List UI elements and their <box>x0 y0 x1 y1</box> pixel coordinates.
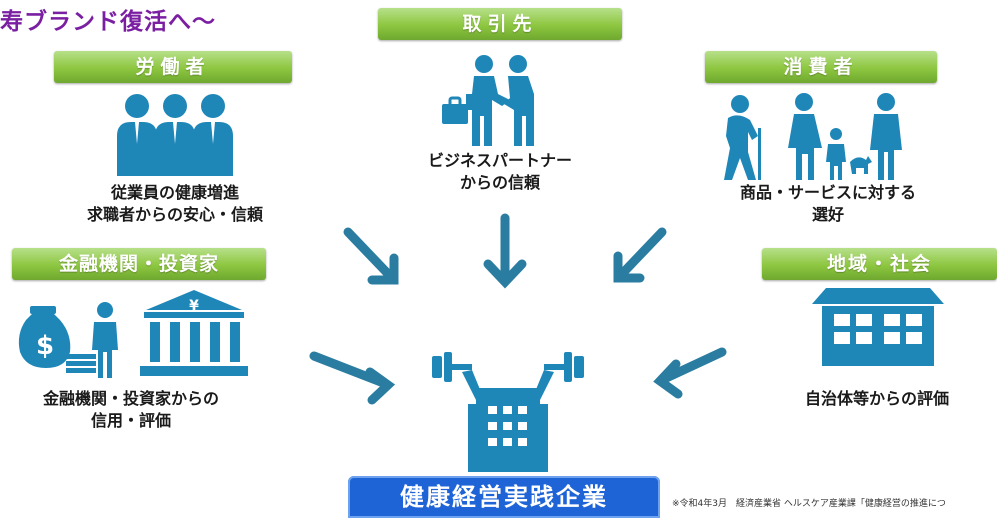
municipal-building-icon <box>812 288 944 366</box>
page-title: 寿ブランド復活へ〜 <box>0 9 216 35</box>
caption-finance-line1: 金融機関・投資家からの <box>42 389 219 408</box>
tag-community: 地域・社会 <box>762 248 997 280</box>
family-icon <box>724 93 902 180</box>
caption-partners-line2: からの信頼 <box>459 173 540 192</box>
caption-partners-line1: ビジネスパートナー <box>427 151 572 170</box>
caption-consumers-line1: 商品・サービスに対する <box>739 183 916 202</box>
tag-consumers: 消費者 <box>705 51 937 83</box>
bank-yen-icon: $ ¥ <box>18 290 248 378</box>
caption-workers-line2: 求職者からの安心・信頼 <box>86 205 263 224</box>
tag-finance: 金融機関・投資家 <box>12 248 266 280</box>
caption-partners: ビジネスパートナー からの信頼 <box>395 150 605 194</box>
svg-text:¥: ¥ <box>189 298 199 314</box>
svg-text:$: $ <box>36 331 54 361</box>
tag-workers: 労働者 <box>54 51 292 83</box>
caption-consumers: 商品・サービスに対する 選好 <box>708 182 948 226</box>
caption-consumers-line2: 選好 <box>811 205 844 224</box>
tag-partners: 取引先 <box>378 8 622 40</box>
workers-group-icon <box>117 94 233 176</box>
caption-workers: 従業員の健康増進 求職者からの安心・信頼 <box>60 182 290 226</box>
handshake-icon <box>442 55 534 146</box>
caption-finance-line2: 信用・評価 <box>90 411 171 430</box>
building-dumbbell-icon <box>432 352 584 472</box>
footnote: ※令和4年3月 経済産業省 ヘルスケア産業課「健康経営の推進につ <box>672 499 946 509</box>
caption-finance: 金融機関・投資家からの 信用・評価 <box>6 388 256 432</box>
caption-community-line1: 自治体等からの評価 <box>804 389 949 408</box>
center-label: 健康経営実践企業 <box>348 476 660 518</box>
caption-workers-line1: 従業員の健康増進 <box>110 183 239 202</box>
caption-community: 自治体等からの評価 <box>762 388 992 410</box>
